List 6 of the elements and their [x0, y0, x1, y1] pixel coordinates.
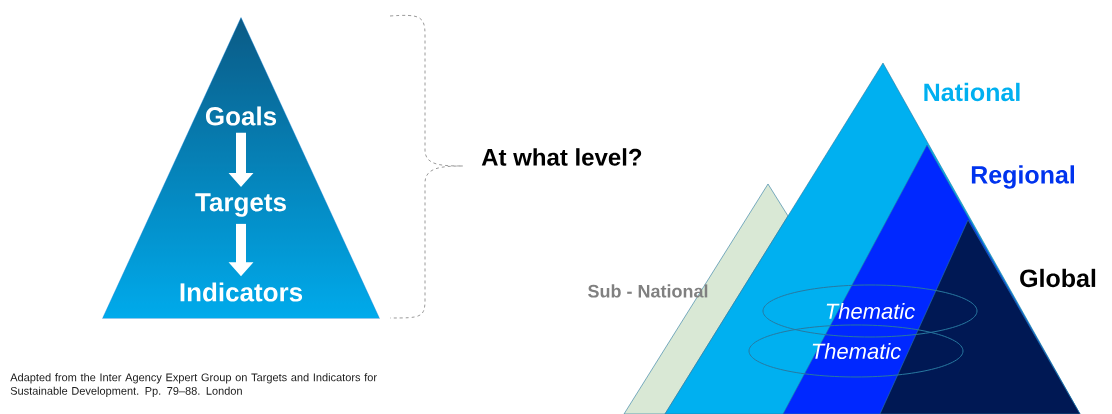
question: At what level?: [481, 148, 642, 166]
level-label: Targets: [195, 193, 286, 217]
level-label: Indicators: [180, 282, 303, 302]
level-label: Goals: [205, 106, 277, 126]
source-note: Adapted from the Inter Agency Expert Group on Targets and Indicators for Sustainable Development. Pp. 79–88. London: [10, 373, 377, 397]
pyramid: [102, 17, 380, 319]
